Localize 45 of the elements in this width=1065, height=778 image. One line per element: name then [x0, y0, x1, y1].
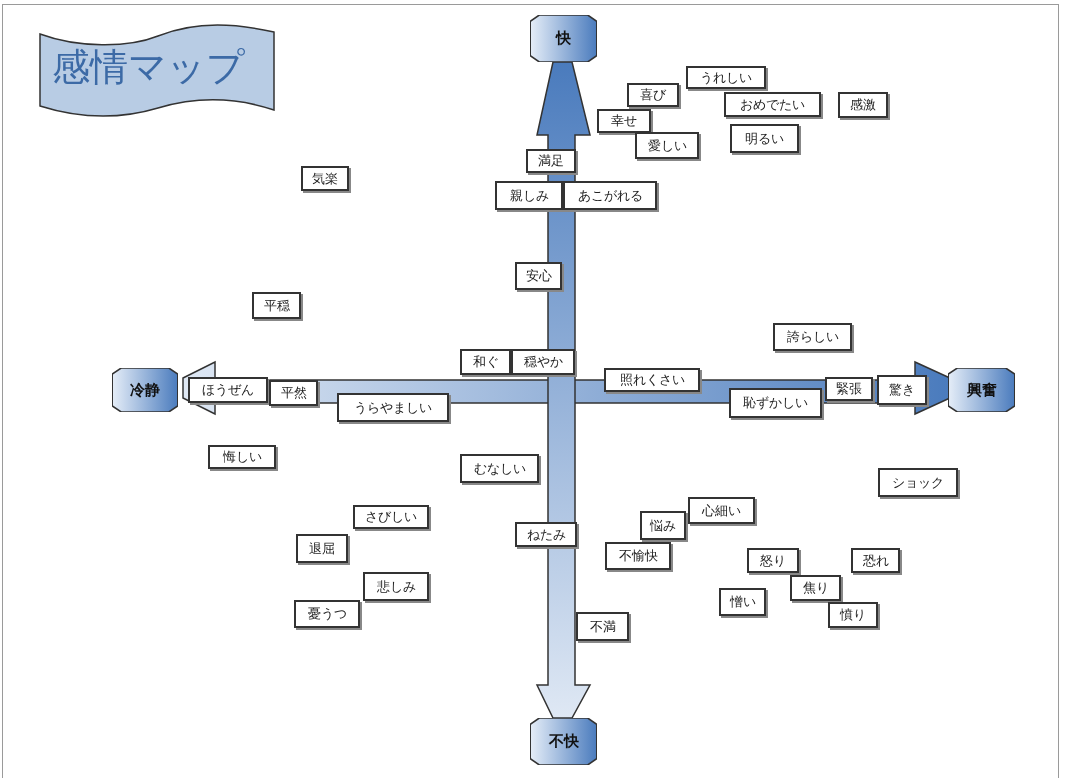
emotion-label: さびしい — [353, 505, 429, 529]
emotion-label: 憂うつ — [294, 600, 360, 628]
emotion-label: 悩み — [640, 511, 686, 540]
emotion-label: ショック — [878, 468, 958, 497]
emotion-label: ほうぜん — [188, 377, 268, 403]
emotion-label: 平穏 — [252, 292, 301, 319]
emotion-label: おめでたい — [724, 92, 821, 117]
emotion-label: ねたみ — [515, 522, 577, 547]
emotion-label: 穏やか — [511, 349, 575, 375]
emotion-label: むなしい — [460, 454, 539, 483]
emotion-label: あこがれる — [563, 181, 657, 210]
emotion-label: 憎い — [719, 588, 766, 616]
axis-end-label: 快 — [530, 15, 597, 62]
emotion-label: 和ぐ — [460, 349, 511, 375]
emotion-label: 悲しみ — [363, 572, 429, 601]
emotion-label: 照れくさい — [604, 368, 700, 392]
emotion-label: 退屈 — [296, 534, 348, 563]
emotion-label: 怒り — [747, 548, 799, 573]
emotion-label: 恐れ — [851, 548, 900, 573]
emotion-label: うれしい — [686, 66, 766, 89]
emotion-label: 焦り — [790, 575, 841, 601]
emotion-label: 安心 — [515, 262, 562, 290]
emotion-label: 心細い — [688, 497, 755, 524]
emotion-label: 親しみ — [495, 181, 563, 210]
emotion-label: 憤り — [828, 602, 878, 628]
emotion-label: 平然 — [269, 380, 318, 406]
axis-end-label: 興奮 — [948, 368, 1015, 412]
emotion-label: 悔しい — [208, 445, 276, 469]
title: 感情マップ — [52, 44, 245, 91]
emotion-label: うらやましい — [337, 393, 449, 422]
emotion-label: 感激 — [838, 92, 888, 118]
emotion-label: 満足 — [526, 149, 576, 173]
emotion-label: 愛しい — [635, 132, 699, 159]
emotion-label: 気楽 — [301, 166, 349, 191]
axis-end-label: 冷静 — [112, 368, 178, 412]
emotion-label: 不満 — [576, 612, 629, 641]
emotion-label: 不愉快 — [605, 542, 671, 570]
emotion-label: 誇らしい — [773, 323, 852, 351]
emotion-label: 緊張 — [825, 377, 873, 401]
emotion-label: 喜び — [627, 83, 679, 107]
emotion-label: 驚き — [877, 375, 927, 405]
emotion-label: 明るい — [730, 124, 799, 153]
emotion-label: 幸せ — [597, 109, 651, 133]
emotion-label: 恥ずかしい — [729, 388, 822, 418]
axis-end-label: 不快 — [530, 718, 597, 765]
